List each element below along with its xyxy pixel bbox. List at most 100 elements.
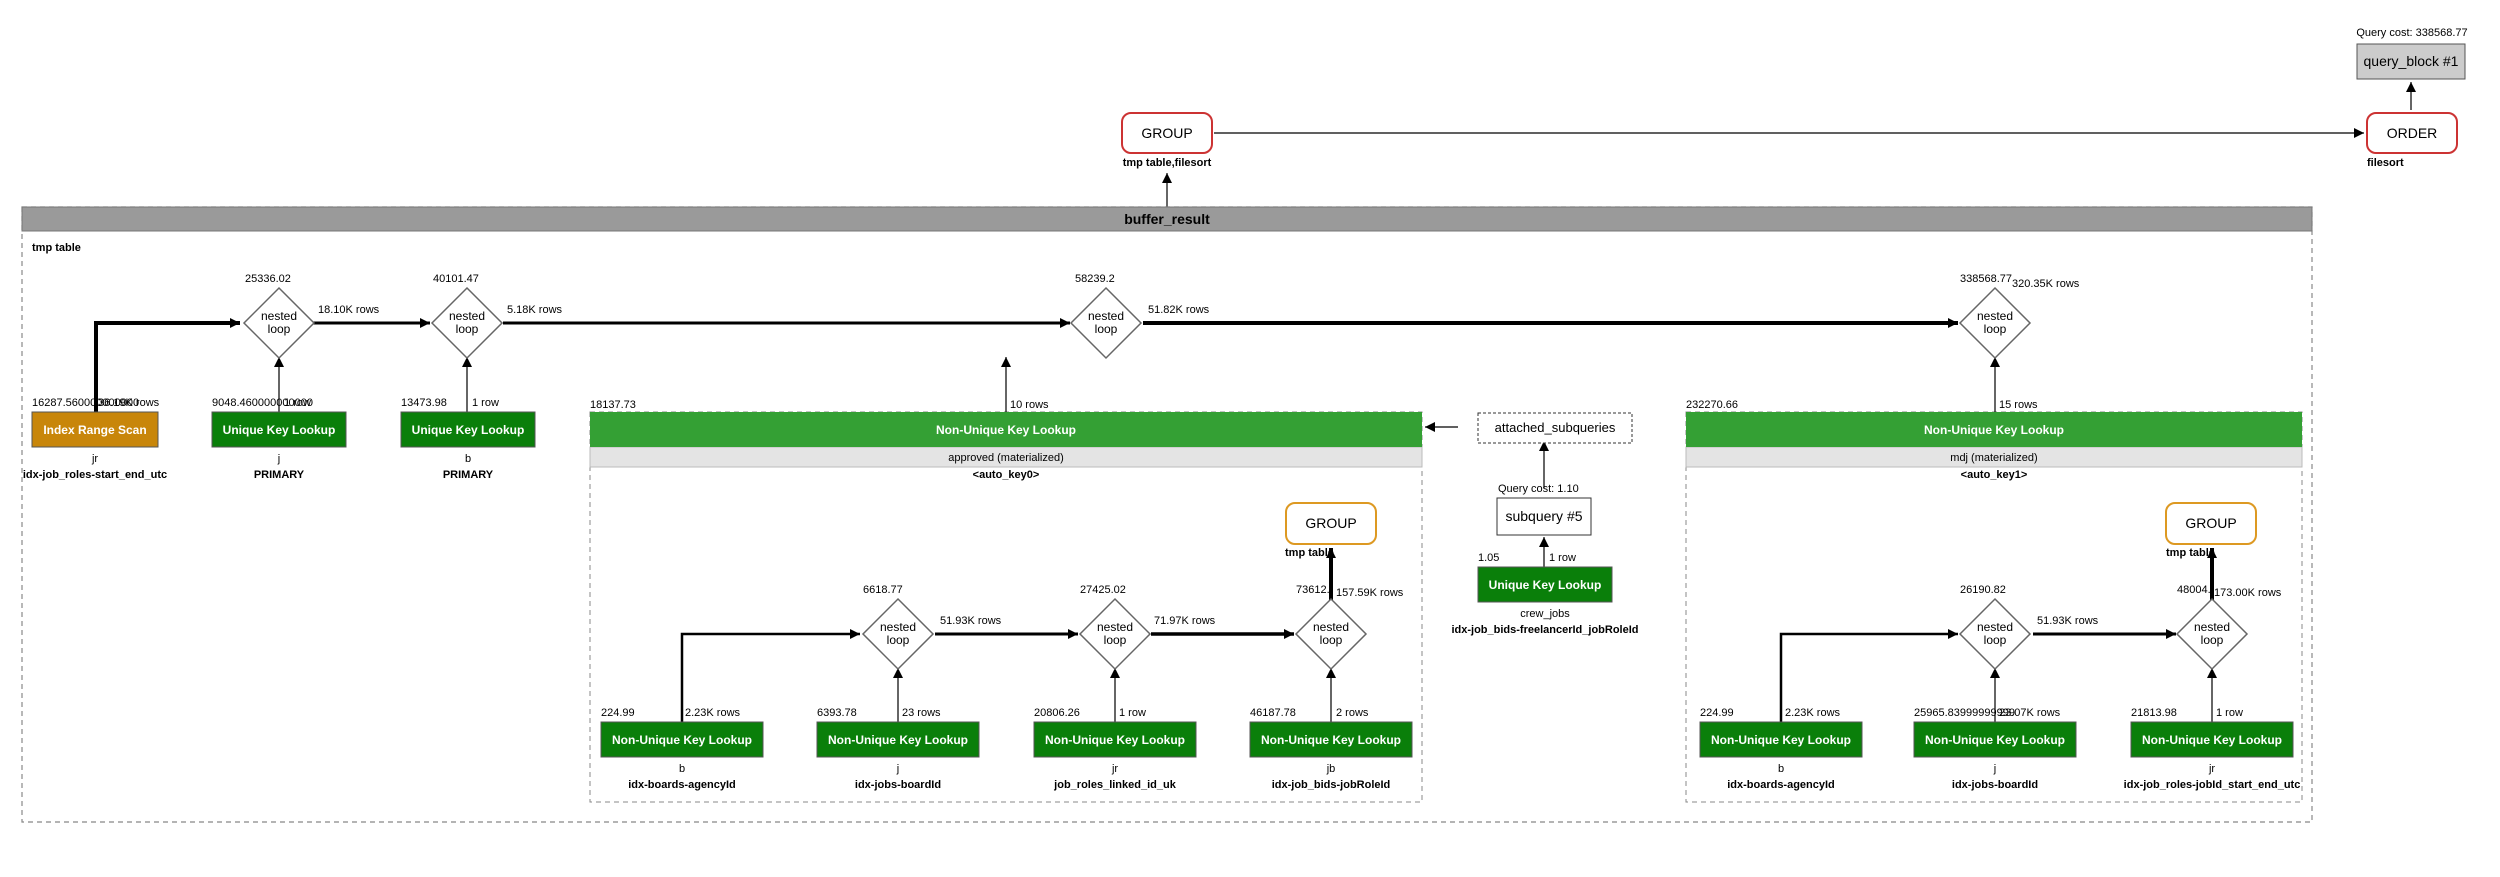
access-key: PRIMARY bbox=[254, 469, 305, 481]
access-table: crew_jobs bbox=[1520, 608, 1570, 620]
access-cost: 21813.98 bbox=[2131, 707, 2177, 719]
nested-loop-rows: 71.97K rows bbox=[1154, 615, 1216, 627]
nested-loop-rows: 18.10K rows bbox=[318, 304, 380, 316]
inner-group-node-2[interactable]: GROUP tmp table bbox=[2165, 502, 2257, 559]
order-node[interactable]: ORDER filesort bbox=[2366, 112, 2458, 169]
nested-loop-rows: 173.00K rows bbox=[2214, 587, 2282, 599]
nested-loop-cost: 27425.02 bbox=[1080, 584, 1126, 596]
nested-loop-label: nested bbox=[1977, 620, 2013, 634]
approved-key: <auto_key0> bbox=[973, 469, 1040, 481]
inner-group-2-label: GROUP bbox=[2185, 515, 2236, 531]
access-rows: 2.23K rows bbox=[685, 707, 741, 719]
access-table: jr bbox=[2208, 763, 2215, 775]
access-cost: 224.99 bbox=[601, 707, 635, 719]
nested-loop-cost: 48004. bbox=[2177, 584, 2211, 596]
inner-group-node-1[interactable]: GROUP tmp table bbox=[1285, 502, 1377, 559]
attached-subqueries-node[interactable]: attached_subqueries bbox=[1477, 412, 1633, 444]
access-label: Non-Unique Key Lookup bbox=[1045, 733, 1185, 747]
access-key: idx-job_bids-freelancerId_jobRoleId bbox=[1451, 624, 1638, 636]
attached-subqueries-label: attached_subqueries bbox=[1495, 420, 1616, 435]
nested-loop-label: nested bbox=[880, 620, 916, 634]
mdj-sub: mdj (materialized) bbox=[1950, 452, 2037, 464]
access-rows: 23 rows bbox=[902, 707, 941, 719]
access-table: jb bbox=[1326, 763, 1336, 775]
access-label: Index Range Scan bbox=[43, 423, 146, 437]
nested-loop-cost: 6618.77 bbox=[863, 584, 903, 596]
group-node[interactable]: GROUP tmp table,filesort bbox=[1121, 112, 1213, 169]
access-rows: 1 row bbox=[1549, 552, 1576, 564]
nested-loop-label: loop bbox=[1095, 322, 1118, 336]
query-block-node[interactable]: Query cost: 338568.77 query_block #1 bbox=[2356, 27, 2468, 80]
access-rows: 1 row bbox=[2216, 707, 2243, 719]
access-cost: 1.05 bbox=[1478, 552, 1499, 564]
nested-loop-label: loop bbox=[2201, 633, 2224, 647]
access-table: j bbox=[896, 763, 899, 775]
nested-loop-rows: 157.59K rows bbox=[1336, 587, 1404, 599]
access-label: Non-Unique Key Lookup bbox=[1711, 733, 1851, 747]
nested-loop-rows: 5.18K rows bbox=[507, 304, 563, 316]
access-label: Non-Unique Key Lookup bbox=[2142, 733, 2282, 747]
nested-loop-label: nested bbox=[2194, 620, 2230, 634]
access-label: Unique Key Lookup bbox=[412, 423, 525, 437]
order-sub: filesort bbox=[2367, 157, 2404, 169]
query-block-label: query_block #1 bbox=[2364, 53, 2459, 69]
access-table: b bbox=[679, 763, 685, 775]
approved-cost: 18137.73 bbox=[590, 399, 636, 411]
access-cost: 224.99 bbox=[1700, 707, 1734, 719]
access-cost: 6393.78 bbox=[817, 707, 857, 719]
access-cost: 20806.26 bbox=[1034, 707, 1080, 719]
approved-sub: approved (materialized) bbox=[948, 452, 1064, 464]
nested-loop-label: nested bbox=[449, 309, 485, 323]
mdj-materialized-node[interactable]: 232270.66 15 rows Non-Unique Key Lookup … bbox=[1686, 399, 2302, 481]
access-key: idx-boards-agencyId bbox=[1727, 779, 1835, 791]
access-cost: 9048.460000000000 bbox=[212, 397, 313, 409]
access-key: idx-job_roles-jobId_start_end_utc bbox=[2124, 779, 2301, 791]
access-key: job_roles_linked_id_uk bbox=[1053, 779, 1177, 791]
access-rows: 1 row bbox=[284, 397, 311, 409]
subquery-5-node[interactable]: Query cost: 1.10 subquery #5 bbox=[1496, 483, 1592, 536]
inner-group-2-sub: tmp table bbox=[2166, 547, 2215, 559]
access-label: Unique Key Lookup bbox=[223, 423, 336, 437]
access-rows: 1 row bbox=[1119, 707, 1146, 719]
approved-rows: 10 rows bbox=[1010, 399, 1049, 411]
query-block-cost: Query cost: 338568.77 bbox=[2356, 27, 2467, 39]
approved-materialized-node[interactable]: 18137.73 10 rows Non-Unique Key Lookup a… bbox=[590, 399, 1422, 481]
nested-loop-cost: 58239.2 bbox=[1075, 273, 1115, 285]
buffer-result-title: buffer_result bbox=[1124, 211, 1210, 227]
nested-loop-cost: 40101.47 bbox=[433, 273, 479, 285]
access-rows: 1 row bbox=[472, 397, 499, 409]
nested-loop-label: loop bbox=[1320, 633, 1343, 647]
nested-loop-label: nested bbox=[1097, 620, 1133, 634]
access-cost: 16287.560000000000 bbox=[32, 397, 139, 409]
buffer-result-container: buffer_result tmp table bbox=[21, 206, 2313, 823]
nested-loop-cost: 338568.77 bbox=[1960, 273, 2012, 285]
nested-loop-rows: 51.93K rows bbox=[2037, 615, 2099, 627]
nested-loop-label: nested bbox=[1088, 309, 1124, 323]
nested-loop-label: nested bbox=[1313, 620, 1349, 634]
nested-loop-label: nested bbox=[1977, 309, 2013, 323]
access-cost: 13473.98 bbox=[401, 397, 447, 409]
nested-loop-cost: 25336.02 bbox=[245, 273, 291, 285]
access-label: Non-Unique Key Lookup bbox=[612, 733, 752, 747]
